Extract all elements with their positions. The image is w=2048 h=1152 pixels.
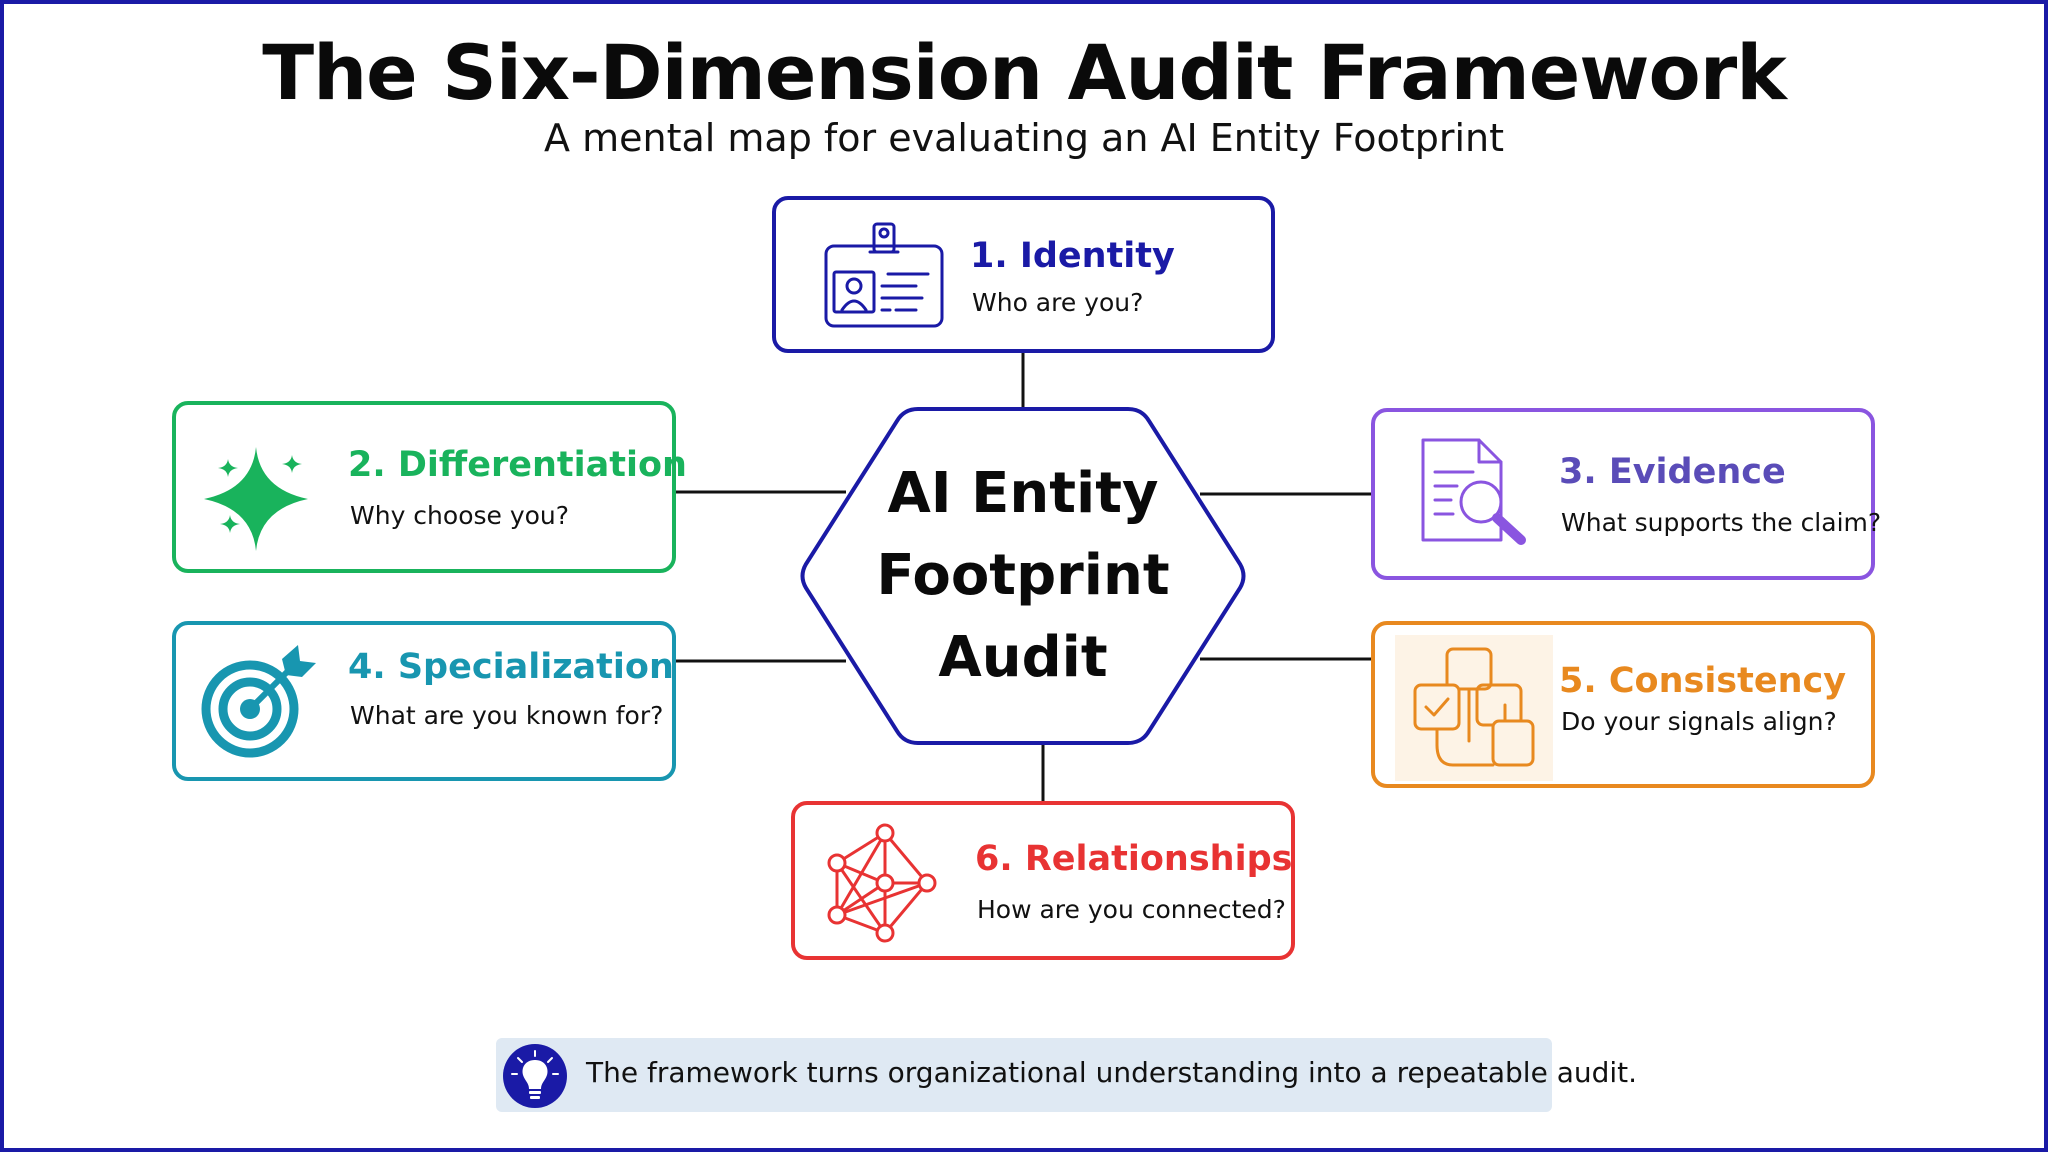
card-evidence: 3. Evidence What supports the claim? [1371,408,1881,580]
network-icon [827,823,937,943]
evidence-question: What supports the claim? [1561,508,1882,537]
differentiation-title: 2. Differentiation [348,445,687,485]
specialization-title: 4. Specialization [348,647,674,687]
document-search-icon [1421,438,1526,545]
consistency-title: 5. Consistency [1559,661,1847,701]
lightbulb-icon [503,1044,567,1108]
aligned-boxes-icon [1413,647,1535,767]
card-consistency: 5. Consistency Do your signals align? [1371,621,1875,788]
page-subtitle: A mental map for evaluating an AI Entity… [544,116,1504,160]
center-hexagon: AI Entity Footprint Audit [800,406,1246,746]
card-relationships: 6. Relationships How are you connected? [791,801,1295,960]
consistency-question: Do your signals align? [1561,707,1837,736]
target-icon [201,645,316,758]
center-label: AI Entity Footprint Audit [876,461,1170,690]
card-specialization: 4. Specialization What are you known for… [172,621,676,781]
sparkle-icon [204,447,308,551]
specialization-question: What are you known for? [350,701,664,730]
differentiation-question: Why choose you? [350,501,570,530]
id-badge-icon [824,222,944,328]
card-differentiation: 2. Differentiation Why choose you? [172,401,687,573]
footer-callout: The framework turns organizational under… [496,1038,1637,1112]
evidence-title: 3. Evidence [1559,452,1786,492]
relationships-question: How are you connected? [977,895,1286,924]
page-title: The Six-Dimension Audit Framework [262,28,1787,117]
callout-text: The framework turns organizational under… [586,1056,1638,1089]
hexagon-shape [800,407,1246,745]
card-identity: 1. Identity Who are you? [772,196,1275,353]
relationships-title: 6. Relationships [975,839,1293,879]
identity-title: 1. Identity [970,236,1175,276]
identity-question: Who are you? [972,288,1144,317]
